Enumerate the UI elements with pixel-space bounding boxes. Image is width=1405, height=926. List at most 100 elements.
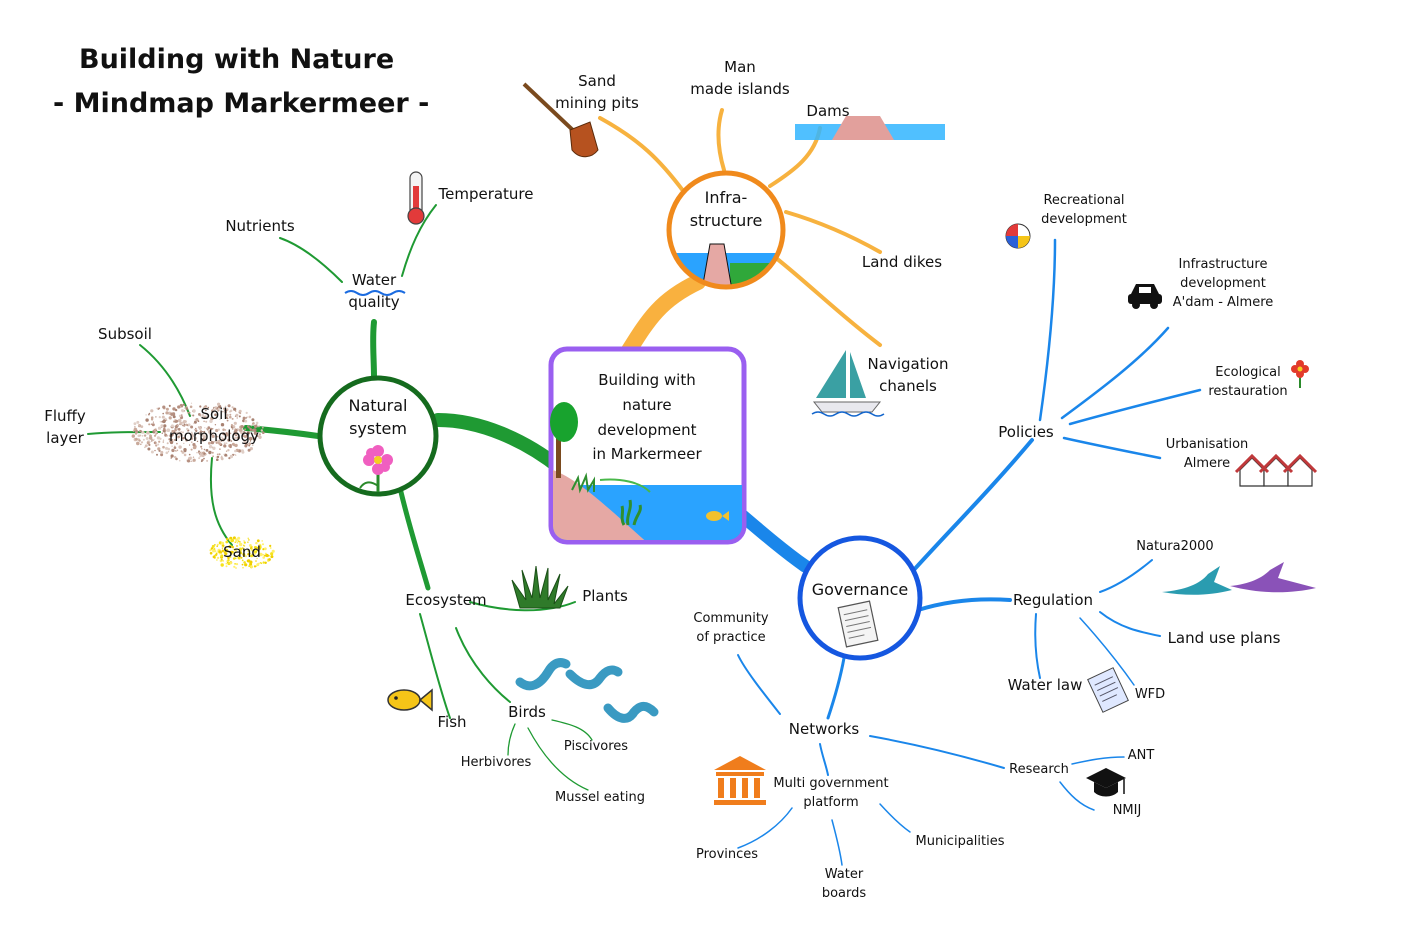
ecological-label: Ecological restauration bbox=[1208, 365, 1288, 399]
texture-dot bbox=[151, 439, 153, 441]
texture-dot bbox=[192, 414, 195, 417]
texture-dot bbox=[192, 458, 196, 462]
car-icon bbox=[1128, 284, 1162, 309]
texture-dot bbox=[249, 560, 253, 564]
texture-dot bbox=[209, 419, 213, 423]
branch-birds-herbivores bbox=[507, 723, 516, 756]
branch-birds-mussel bbox=[527, 727, 589, 791]
texture-dot bbox=[219, 448, 221, 450]
texture-dot bbox=[270, 555, 274, 559]
texture-dot bbox=[146, 430, 150, 435]
texture-dot bbox=[175, 419, 179, 423]
central-node[interactable] bbox=[548, 346, 747, 545]
texture-dot bbox=[216, 545, 218, 547]
texture-dot bbox=[195, 427, 197, 430]
branch-gov-regulation bbox=[916, 597, 1012, 612]
branch-infra-navigation bbox=[774, 256, 882, 347]
texture-dot bbox=[225, 540, 229, 544]
texture-dot bbox=[207, 426, 211, 430]
fish-icon bbox=[387, 688, 433, 712]
texture-dot bbox=[195, 430, 198, 433]
texture-dot bbox=[205, 449, 209, 452]
texture-dot bbox=[218, 405, 222, 409]
texture-dot bbox=[172, 412, 175, 416]
texture-dot bbox=[162, 405, 166, 409]
texture-dot bbox=[186, 427, 189, 431]
texture-dot bbox=[205, 427, 208, 430]
texture-dot bbox=[247, 549, 251, 553]
texture-dot bbox=[233, 421, 237, 425]
texture-dot bbox=[226, 550, 229, 553]
texture-dot bbox=[232, 536, 236, 540]
branch-eco-fish bbox=[419, 613, 451, 719]
texture-dot bbox=[270, 552, 274, 556]
texture-dot bbox=[165, 430, 167, 432]
branch-research-nmij bbox=[1059, 781, 1095, 811]
texture-dot bbox=[260, 429, 263, 432]
natural-system-label: Natural system bbox=[348, 396, 408, 439]
texture-dot bbox=[235, 410, 237, 412]
texture-dot bbox=[174, 455, 177, 459]
texture-dot bbox=[224, 429, 227, 431]
texture-dot bbox=[235, 538, 238, 542]
texture-dot bbox=[199, 405, 202, 408]
texture-dot bbox=[241, 559, 244, 562]
texture-dot bbox=[200, 460, 203, 463]
natural-system-node[interactable] bbox=[317, 375, 439, 497]
texture-dot bbox=[209, 431, 213, 436]
texture-dot bbox=[262, 431, 265, 435]
texture-dot bbox=[195, 418, 199, 421]
texture-dot bbox=[220, 423, 225, 427]
texture-dot bbox=[145, 418, 149, 422]
texture-dot bbox=[233, 430, 237, 434]
texture-dot bbox=[269, 544, 272, 548]
navigation-label: Navigation chanels bbox=[867, 355, 949, 395]
texture-dot bbox=[187, 459, 190, 463]
sand-label: Sand bbox=[223, 543, 261, 561]
texture-dot bbox=[162, 419, 166, 424]
texture-dot bbox=[225, 413, 229, 417]
texture-dot bbox=[236, 541, 239, 544]
texture-dot bbox=[244, 555, 247, 558]
governance-node[interactable] bbox=[797, 535, 923, 661]
title-line1: Building with Nature bbox=[79, 44, 395, 75]
natural-branches bbox=[87, 204, 593, 791]
texture-dot bbox=[259, 552, 261, 555]
texture-dot bbox=[214, 406, 218, 409]
texture-dot bbox=[235, 563, 239, 566]
texture-dot bbox=[253, 549, 255, 552]
texture-dot bbox=[235, 413, 239, 417]
texture-dot bbox=[190, 460, 192, 462]
water-law-label: Water law bbox=[1007, 676, 1083, 694]
texture-dot bbox=[162, 439, 165, 441]
texture-dot bbox=[252, 437, 257, 441]
texture-dot bbox=[220, 440, 222, 442]
texture-dot bbox=[224, 409, 228, 412]
texture-dot bbox=[254, 546, 258, 549]
texture-dot bbox=[231, 545, 234, 549]
policies-label: Policies bbox=[998, 423, 1054, 441]
thermometer-icon bbox=[407, 171, 425, 225]
texture-dot bbox=[224, 453, 228, 457]
texture-dot bbox=[167, 447, 170, 451]
texture-dot bbox=[235, 540, 238, 542]
texture-dot bbox=[255, 541, 258, 545]
texture-dot bbox=[228, 457, 231, 460]
texture-dot bbox=[229, 432, 232, 434]
texture-dot bbox=[235, 433, 237, 435]
texture-dot bbox=[216, 435, 219, 438]
branch-water-nutrients bbox=[279, 237, 343, 283]
texture-dot bbox=[234, 554, 237, 557]
texture-dot bbox=[264, 561, 267, 564]
branch-reg-waterlaw bbox=[1034, 613, 1041, 679]
texture-dot bbox=[155, 416, 157, 418]
texture-dot bbox=[233, 565, 236, 568]
texture-dot bbox=[229, 445, 232, 449]
texture-dot bbox=[165, 446, 168, 450]
texture-dot bbox=[242, 553, 246, 556]
texture-dot bbox=[177, 405, 181, 409]
texture-dot bbox=[238, 415, 241, 418]
texture-dot bbox=[181, 450, 185, 454]
texture-dot bbox=[164, 417, 167, 421]
texture-dot bbox=[251, 418, 255, 422]
